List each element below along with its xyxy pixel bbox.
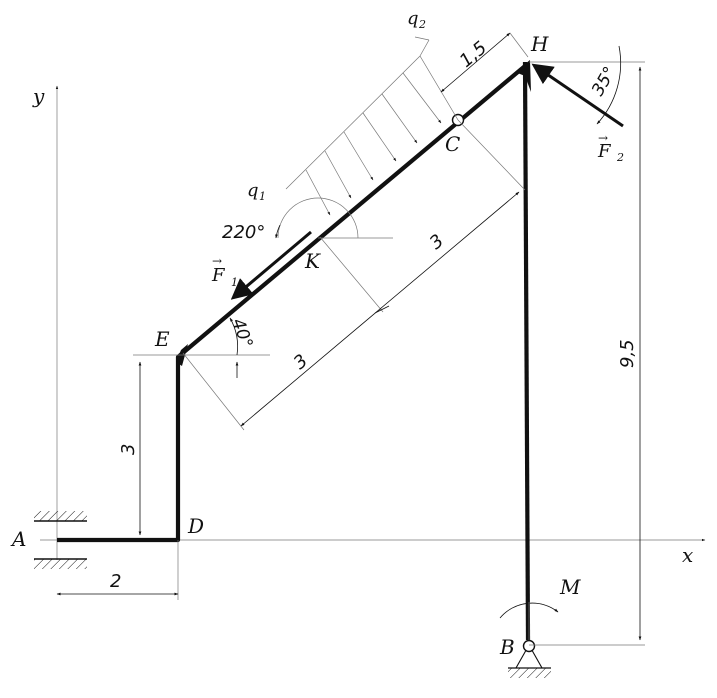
dimension-ad [56, 540, 179, 600]
dimension-hb [529, 66, 645, 646]
force-f2-arrow [529, 45, 645, 128]
label-c: C [445, 132, 460, 156]
label-f1-sub: 1 [231, 276, 238, 289]
label-e: E [154, 327, 170, 351]
dimension-ch [440, 32, 529, 93]
moment-arrow-icon [499, 602, 559, 640]
label-f1: F [211, 265, 226, 286]
label-q2-sub: 2 [418, 18, 426, 31]
label-d: D [187, 514, 204, 538]
dim-ad: 2 [110, 571, 121, 592]
dim-de: 3 [118, 444, 139, 455]
hinge-b [522, 639, 536, 653]
label-q1-sub: 1 [259, 190, 266, 203]
dim-ek: 3 [290, 350, 312, 373]
dim-hb: 9,5 [617, 339, 638, 368]
label-h: H [530, 32, 549, 56]
distributed-load-q2 [285, 36, 459, 216]
label-x: x [682, 543, 693, 567]
angle-f1: 220° [222, 222, 265, 243]
label-f2-sub: 2 [616, 151, 624, 164]
label-y: y [32, 84, 45, 108]
label-q1: q [247, 180, 259, 201]
label-m: M [559, 575, 581, 599]
label-f2: F [597, 141, 612, 162]
angle-arc-f1 [277, 197, 359, 239]
dimension-ekc [182, 119, 526, 431]
angle-e: 40° [227, 316, 256, 351]
angle-arc-e [229, 317, 238, 356]
label-k: K [304, 249, 321, 273]
dim-kc: 3 [426, 230, 448, 253]
label-a: A [10, 527, 26, 551]
force-f1-arrow [230, 230, 312, 300]
label-f1-vec: → [212, 254, 222, 268]
fixed-sleeve-support-icon [34, 511, 87, 569]
label-b: B [499, 635, 515, 659]
dim-ch: 1,5 [456, 37, 491, 71]
pin-support-icon [508, 643, 551, 678]
label-q2: q [407, 8, 419, 29]
angle-arrow-f1 [275, 224, 281, 239]
label-f2-vec: → [598, 131, 608, 145]
